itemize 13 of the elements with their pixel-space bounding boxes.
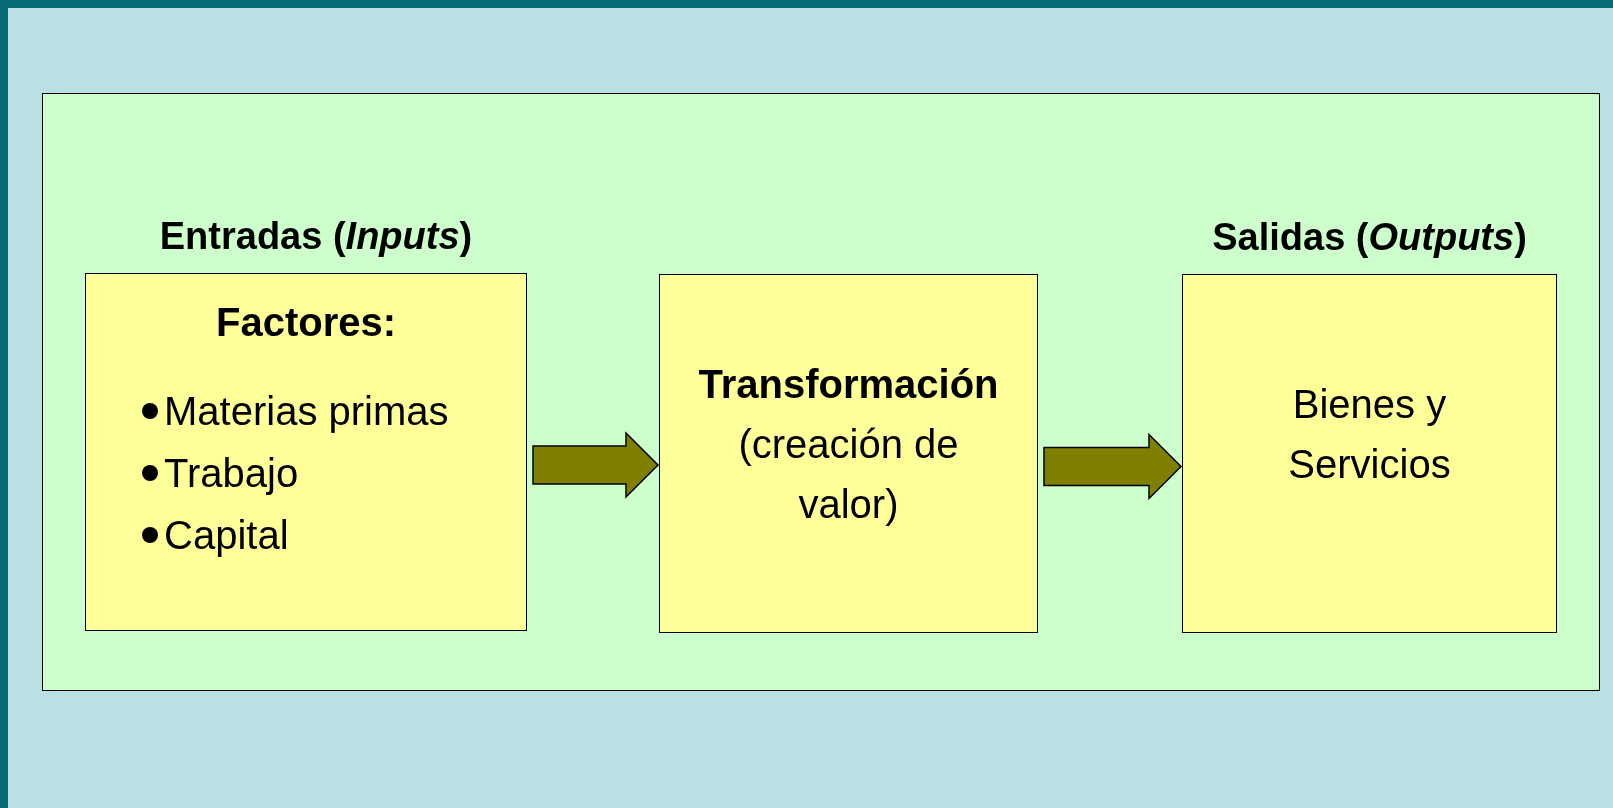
box-text: (creación de valor)	[737, 420, 960, 528]
column-heading: Salidas (Outputs)	[1211, 215, 1528, 260]
block-arrow	[532, 431, 660, 499]
process-box	[659, 274, 1038, 633]
panel-background	[42, 93, 1600, 691]
bullet-item: Capital	[142, 504, 449, 566]
box-text: Bienes y Servicios	[1287, 380, 1452, 488]
column-heading: Entradas (Inputs)	[158, 214, 474, 259]
bullet-item: Trabajo	[142, 442, 449, 504]
block-arrow	[1043, 432, 1183, 501]
box-heading: Transformación	[698, 360, 999, 408]
bullet-item: Materias primas	[142, 380, 449, 442]
box-heading: Factores:	[214, 299, 398, 346]
